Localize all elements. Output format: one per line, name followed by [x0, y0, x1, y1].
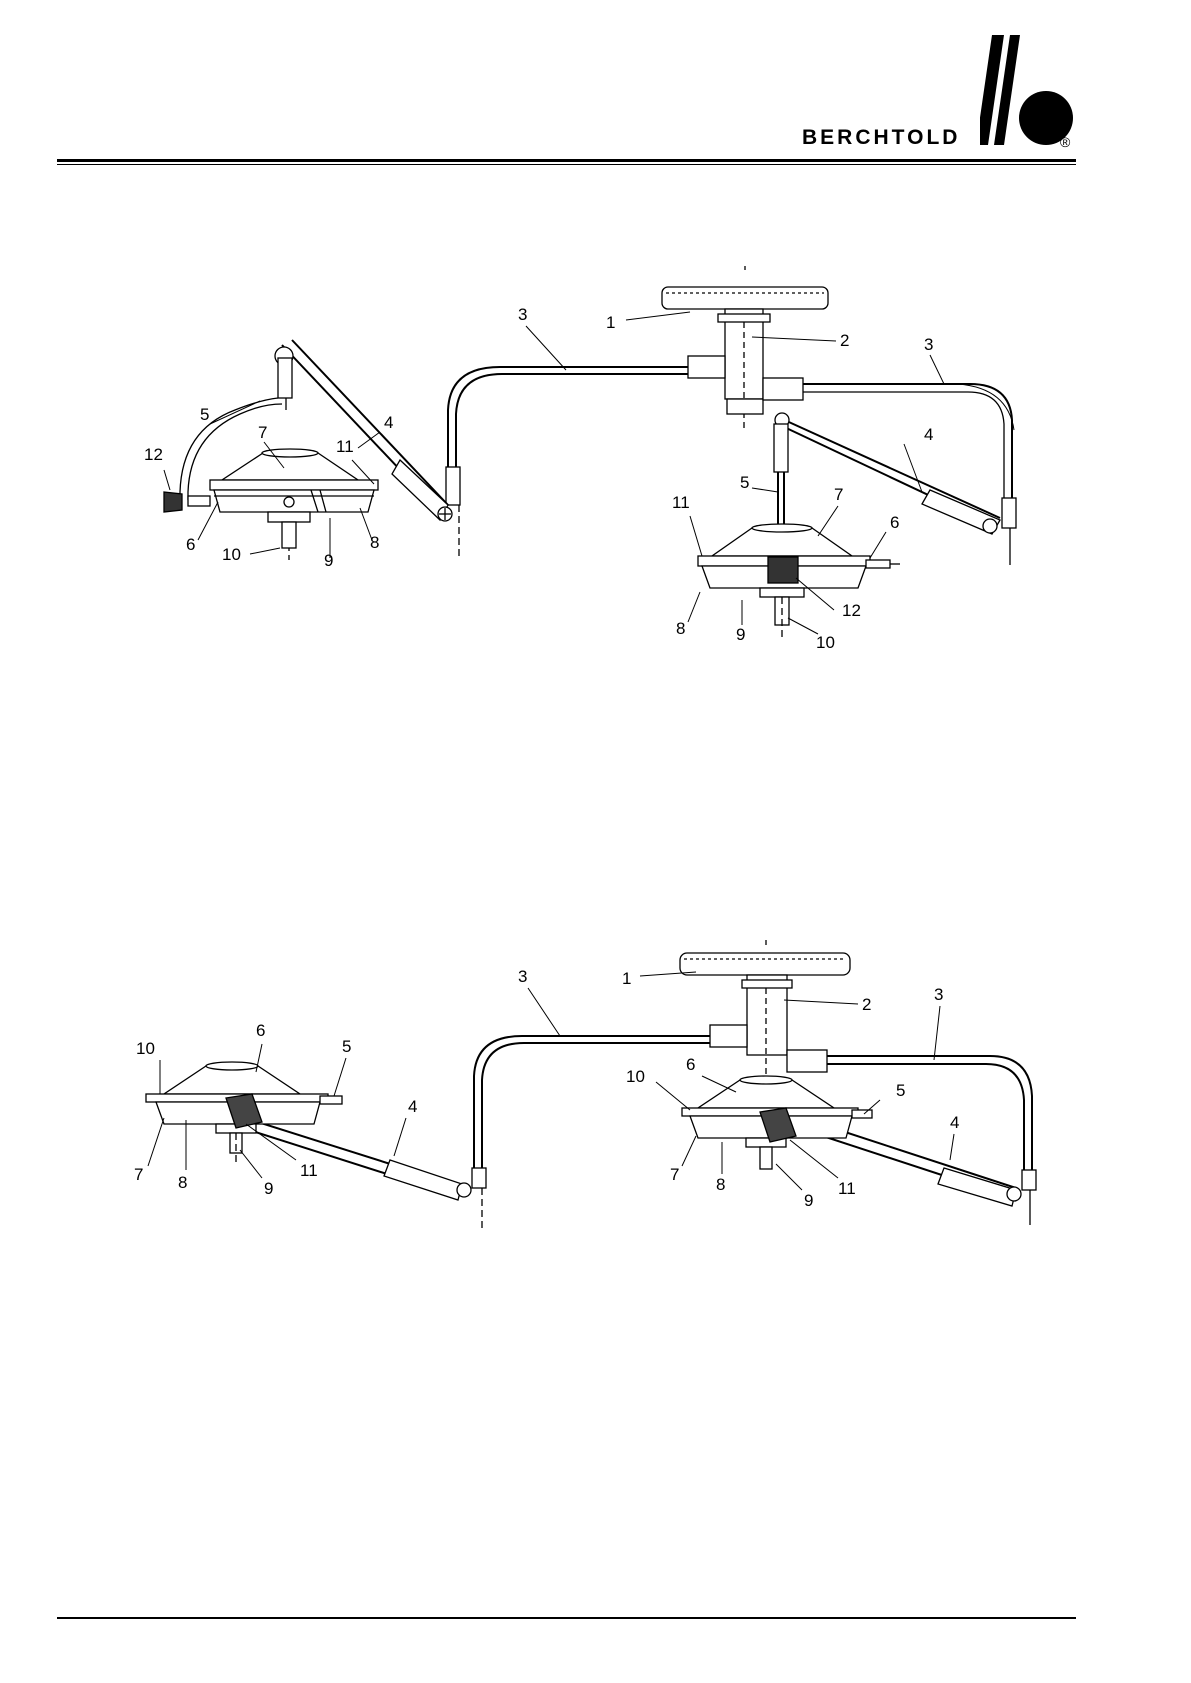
label-5: 5 — [896, 1081, 905, 1100]
label-6: 6 — [186, 535, 195, 554]
label-10: 10 — [816, 633, 835, 652]
label-10: 10 — [222, 545, 241, 564]
label-7: 7 — [134, 1165, 143, 1184]
label-11: 11 — [672, 493, 690, 512]
label-2: 2 — [862, 995, 871, 1014]
label-7: 7 — [834, 485, 843, 504]
label-9: 9 — [804, 1191, 813, 1210]
label-6: 6 — [890, 513, 899, 532]
label-11: 11 — [838, 1179, 856, 1198]
label-8: 8 — [676, 619, 685, 638]
label-3: 3 — [518, 967, 527, 986]
label-3: 3 — [934, 985, 943, 1004]
label-10: 10 — [626, 1067, 645, 1086]
lamp-head-bottom-left — [146, 1062, 342, 1162]
ceiling-plate — [662, 287, 828, 309]
label-8: 8 — [178, 1173, 187, 1192]
label-6: 6 — [686, 1055, 695, 1074]
label-4: 4 — [924, 425, 933, 444]
label-8: 8 — [716, 1175, 725, 1194]
label-4: 4 — [408, 1097, 417, 1116]
label-12: 12 — [144, 445, 163, 464]
lamp-head-bottom-right — [682, 1076, 872, 1169]
label-5: 5 — [200, 405, 209, 424]
label-8: 8 — [370, 533, 379, 552]
ceiling-plate-bottom — [680, 953, 850, 975]
label-3: 3 — [518, 305, 527, 324]
label-6: 6 — [256, 1021, 265, 1040]
label-11: 11 — [300, 1161, 318, 1180]
label-1: 1 — [622, 969, 631, 988]
label-5: 5 — [740, 473, 749, 492]
label-9: 9 — [264, 1179, 273, 1198]
label-2: 2 — [840, 331, 849, 350]
lamp-head-top-left — [164, 449, 378, 560]
footer-rule — [57, 1617, 1076, 1619]
label-7: 7 — [258, 423, 267, 442]
diagram-top — [164, 266, 1016, 640]
label-10: 10 — [136, 1039, 155, 1058]
label-3: 3 — [924, 335, 933, 354]
label-12: 12 — [842, 601, 861, 620]
label-4: 4 — [950, 1113, 959, 1132]
label-11: 11 — [336, 437, 354, 456]
label-7: 7 — [670, 1165, 679, 1184]
lamp-head-top-right — [698, 524, 900, 640]
label-9: 9 — [324, 551, 333, 570]
label-9: 9 — [736, 625, 745, 644]
label-4: 4 — [384, 413, 393, 432]
label-1: 1 — [606, 313, 615, 332]
label-5: 5 — [342, 1037, 351, 1056]
